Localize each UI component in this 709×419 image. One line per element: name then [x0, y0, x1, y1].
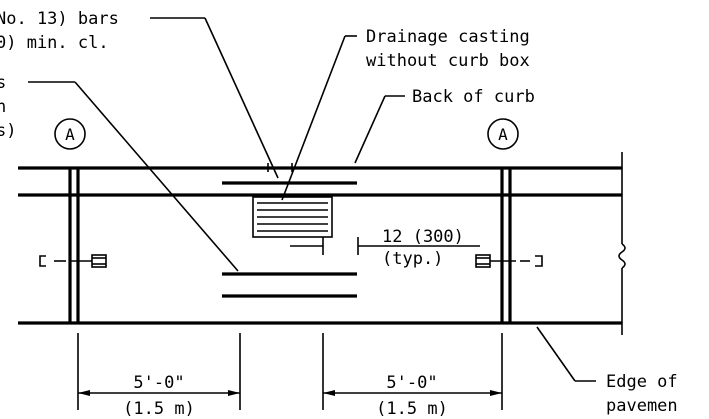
- dimension-right-metric: (1.5 m): [376, 399, 448, 419]
- dimension-right: 5'-0" (1.5 m): [322, 333, 503, 419]
- drainage-label-2: without curb box: [366, 51, 530, 71]
- section-marker-left: A: [54, 118, 86, 150]
- dimension-right-imperial: 5'-0": [386, 373, 437, 393]
- dimension-left-imperial: 5'-0": [133, 373, 184, 393]
- drainage-label-1: Drainage casting: [366, 27, 530, 47]
- edge-label-2: pavemen: [606, 396, 678, 416]
- lower-bars-label-1: s: [0, 73, 6, 93]
- section-marker-left-label: A: [65, 125, 75, 144]
- section-marker-right-label: A: [498, 125, 508, 144]
- spacing-typ-label: (typ.): [382, 249, 443, 269]
- leader-drainage: Drainage casting without curb box: [281, 27, 530, 201]
- leader-top-bars: No. 13) bars 0) min. cl.: [0, 9, 279, 179]
- break-line: [618, 152, 626, 335]
- spacing-dimension: 12 (300) (typ.): [290, 227, 480, 269]
- lower-bars-label-3: s): [0, 121, 16, 141]
- top-bars-clearance: 0) min. cl.: [0, 33, 109, 53]
- section-marker-right: A: [487, 118, 519, 150]
- top-bars-label: No. 13) bars: [0, 9, 119, 29]
- lower-bars-label-2: n: [0, 97, 6, 117]
- dimension-left: 5'-0" (1.5 m): [77, 333, 241, 419]
- back-of-curb-label: Back of curb: [412, 87, 535, 107]
- dimension-left-metric: (1.5 m): [123, 399, 195, 419]
- leader-edge-of-pavement: Edge of pavemen: [536, 326, 678, 416]
- leader-lower-bars: s n s): [0, 73, 239, 272]
- dowel-left: [39, 254, 107, 268]
- drainage-casting: [252, 196, 333, 238]
- spacing-label: 12 (300): [382, 227, 464, 247]
- leader-back-of-curb: Back of curb: [354, 87, 535, 164]
- edge-label-1: Edge of: [606, 372, 678, 392]
- dowel-right: [475, 254, 543, 268]
